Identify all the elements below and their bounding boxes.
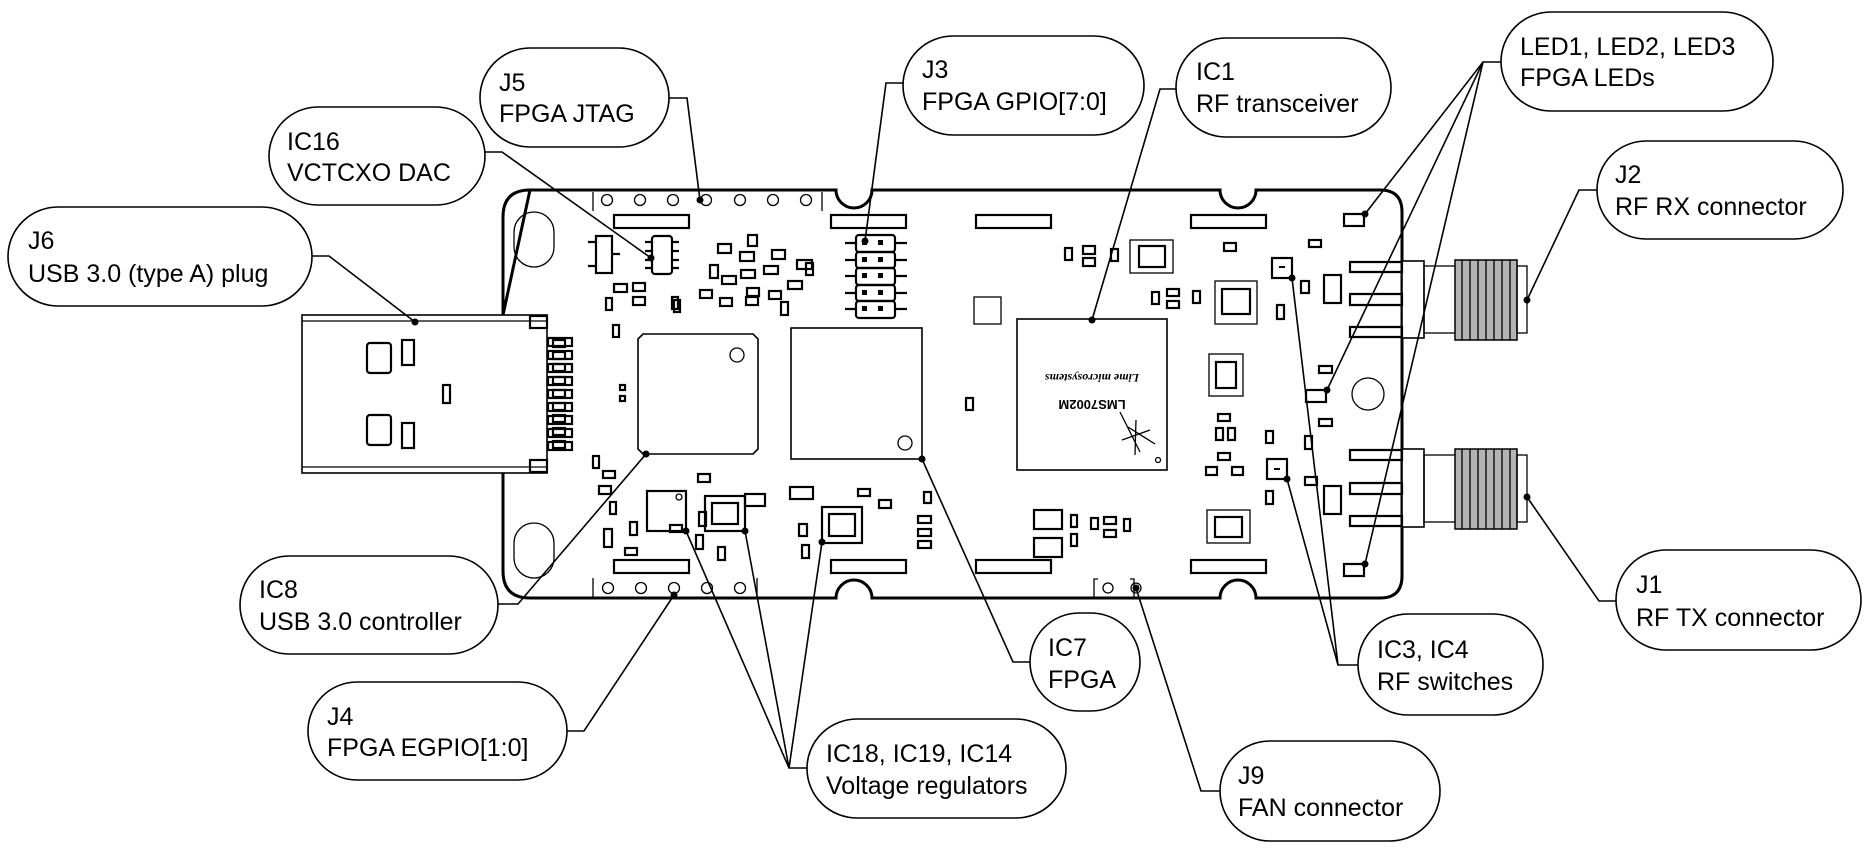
usb-type-a-plug — [301, 314, 574, 474]
callout-leds-designator: LED1, LED2, LED3 — [1520, 33, 1735, 61]
leader-ic1 — [1091, 88, 1176, 321]
callout-j1-description: RF TX connector — [1636, 604, 1825, 632]
callout-j2: J2 RF RX connector — [1596, 140, 1844, 240]
ic1-rf-transceiver-chip: LMS7002M Lime microsystems — [1016, 318, 1168, 471]
callout-ic7-designator: IC7 — [1048, 634, 1087, 662]
chip-brand-marking: Lime microsystems — [1045, 371, 1141, 385]
leader-ic18 — [685, 530, 807, 769]
leader-j3 — [864, 82, 903, 242]
leader-ic4 — [1286, 478, 1339, 666]
chip-part-marking: LMS7002M — [1058, 397, 1125, 412]
callout-regulators: IC18, IC19, IC14 Voltage regulators — [806, 718, 1067, 819]
callout-leds: LED1, LED2, LED3 FPGA LEDs — [1500, 11, 1774, 112]
callout-j5-description: FPGA JTAG — [499, 100, 635, 128]
callout-ic1-designator: IC1 — [1196, 58, 1235, 86]
ic8-usb-controller-chip — [637, 333, 759, 455]
edge-pads — [612, 213, 1268, 575]
callout-rf-switches-description: RF switches — [1377, 668, 1513, 696]
callout-j5: J5 FPGA JTAG — [479, 47, 670, 148]
leader-led3 — [1364, 61, 1484, 565]
leader-j2 — [1526, 189, 1597, 301]
mount-slot-top — [513, 211, 555, 268]
callout-j9-description: FAN connector — [1238, 794, 1403, 822]
callout-ic7: IC7 FPGA — [1029, 612, 1141, 712]
callout-j5-designator: J5 — [499, 69, 525, 97]
leader-j4 — [567, 594, 675, 732]
callout-j3-description: FPGA GPIO[7:0] — [922, 88, 1107, 116]
callout-j1-designator: J1 — [1636, 571, 1662, 599]
callout-j6: J6 USB 3.0 (type A) plug — [7, 206, 313, 307]
leader-j9 — [1135, 587, 1220, 792]
j9-fan-header — [1093, 578, 1142, 598]
leader-lines — [312, 61, 1616, 792]
leader-led2 — [1326, 61, 1484, 391]
callout-j9-designator: J9 — [1238, 762, 1264, 790]
callout-rf-switches: IC3, IC4 RF switches — [1357, 613, 1544, 716]
leader-ic3 — [1291, 277, 1358, 666]
inductors — [1129, 239, 1258, 544]
leader-j5 — [669, 97, 701, 201]
callout-ic16-description: VCTCXO DAC — [287, 159, 451, 187]
pcb-board: LMS7002M Lime microsystems — [301, 188, 1528, 600]
leader-ic7 — [921, 458, 1030, 663]
passive-components — [551, 233, 1343, 562]
j4-egpio-header — [592, 578, 758, 598]
rf-switch-chips — [1265, 256, 1294, 481]
sma-connector-rx — [1348, 259, 1528, 341]
callout-j1: J1 RF TX connector — [1615, 549, 1862, 651]
callout-leds-description: FPGA LEDs — [1520, 64, 1655, 92]
leader-ic16 — [485, 151, 652, 259]
callout-ic1: IC1 RF transceiver — [1175, 37, 1392, 138]
leader-ic19 — [744, 530, 790, 769]
callout-j4-designator: J4 — [327, 703, 354, 731]
callout-j9: J9 FAN connector — [1219, 740, 1441, 842]
callout-j3: J3 FPGA GPIO[7:0] — [902, 35, 1145, 136]
crystal-pad — [973, 296, 1002, 325]
callout-ic8-description: USB 3.0 controller — [259, 608, 462, 636]
j3-gpio-header — [845, 233, 907, 320]
callout-j2-designator: J2 — [1615, 161, 1641, 189]
callout-ic16-designator: IC16 — [287, 128, 340, 156]
callout-ic16: IC16 VCTCXO DAC — [268, 106, 486, 206]
callout-ic1-description: RF transceiver — [1196, 90, 1359, 118]
callout-j2-description: RF RX connector — [1615, 193, 1807, 221]
sma-connector-tx — [1348, 448, 1528, 530]
regulator-chips — [645, 489, 864, 545]
j5-jtag-header — [592, 192, 823, 211]
callout-j6-description: USB 3.0 (type A) plug — [28, 260, 268, 288]
callout-rf-switches-designator: IC3, IC4 — [1377, 636, 1469, 664]
mount-slot-bottom — [513, 522, 555, 579]
callout-j6-designator: J6 — [28, 227, 54, 255]
callout-j4-description: FPGA EGPIO[1:0] — [327, 734, 528, 762]
callout-j4: J4 FPGA EGPIO[1:0] — [307, 681, 568, 781]
callout-regulators-designator: IC18, IC19, IC14 — [826, 740, 1012, 768]
leader-j1 — [1526, 496, 1616, 602]
fpga-leds — [1304, 212, 1366, 578]
leader-ic8 — [498, 453, 647, 605]
ic16-dac-chip — [588, 234, 679, 276]
mount-hole-right — [1351, 377, 1385, 411]
ic7-fpga-chip — [790, 327, 923, 460]
anchor-dots — [411, 196, 1531, 599]
callout-j3-designator: J3 — [922, 56, 948, 84]
leader-j6 — [312, 255, 416, 323]
leader-ic14 — [788, 541, 823, 769]
callout-regulators-description: Voltage regulators — [826, 772, 1028, 800]
callout-ic7-description: FPGA — [1048, 666, 1116, 694]
callout-ic8-designator: IC8 — [259, 576, 298, 604]
callout-ic8: IC8 USB 3.0 controller — [239, 555, 499, 655]
